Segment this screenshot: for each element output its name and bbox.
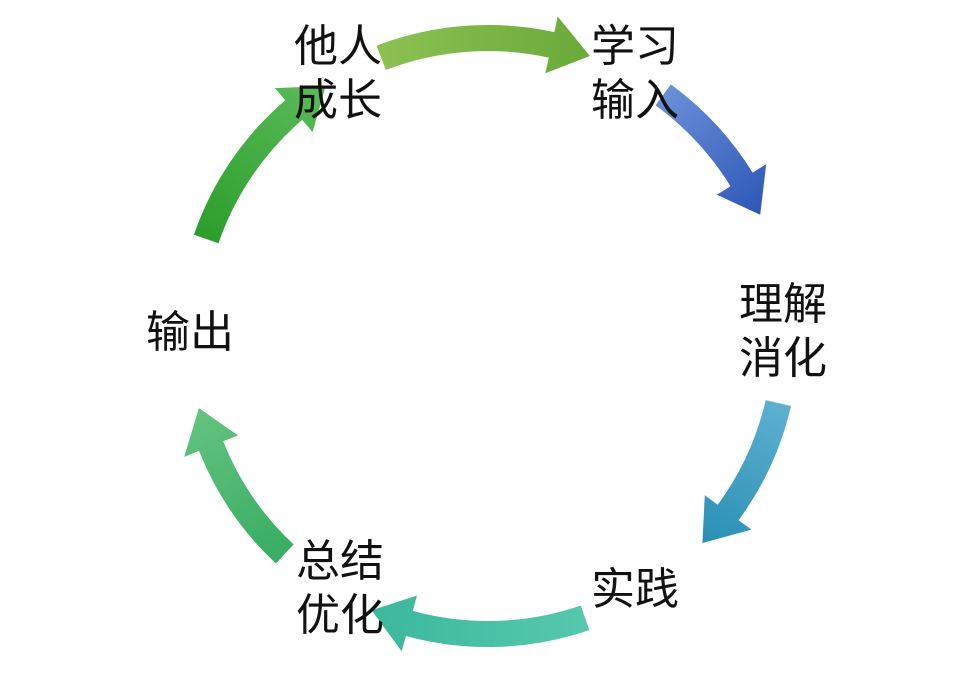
node-others-growth: 他人 成长 xyxy=(288,20,388,128)
arrow-others-growth-to-learn-input xyxy=(376,16,590,74)
arrow-understand-digest-to-practice xyxy=(702,400,791,543)
node-understand-digest: 理解 消化 xyxy=(733,278,833,386)
node-understand-digest-line-1: 理解 xyxy=(739,279,827,330)
node-practice: 实践 xyxy=(585,563,685,617)
node-others-growth-line-2: 成长 xyxy=(294,75,382,126)
arrow-output-to-others-growth xyxy=(193,86,326,244)
node-summarize-optimize-line-2: 优化 xyxy=(296,590,384,641)
arrows-layer xyxy=(184,16,791,652)
node-summarize-optimize: 总结 优化 xyxy=(290,535,390,643)
arrow-learn-input-to-understand-digest xyxy=(655,84,767,215)
arrow-practice-to-summarize-optimize xyxy=(371,595,590,652)
node-practice-line-1: 实践 xyxy=(591,564,679,615)
node-learn-input: 学习 输入 xyxy=(585,20,685,128)
arrow-summarize-optimize-to-output xyxy=(184,408,294,564)
node-learn-input-line-1: 学习 xyxy=(591,21,679,72)
node-output-line-1: 输出 xyxy=(146,307,234,358)
node-summarize-optimize-line-1: 总结 xyxy=(296,536,384,587)
node-output: 输出 xyxy=(140,306,240,360)
node-others-growth-line-1: 他人 xyxy=(294,21,382,72)
node-learn-input-line-2: 输入 xyxy=(591,75,679,126)
node-understand-digest-line-2: 消化 xyxy=(739,333,827,384)
